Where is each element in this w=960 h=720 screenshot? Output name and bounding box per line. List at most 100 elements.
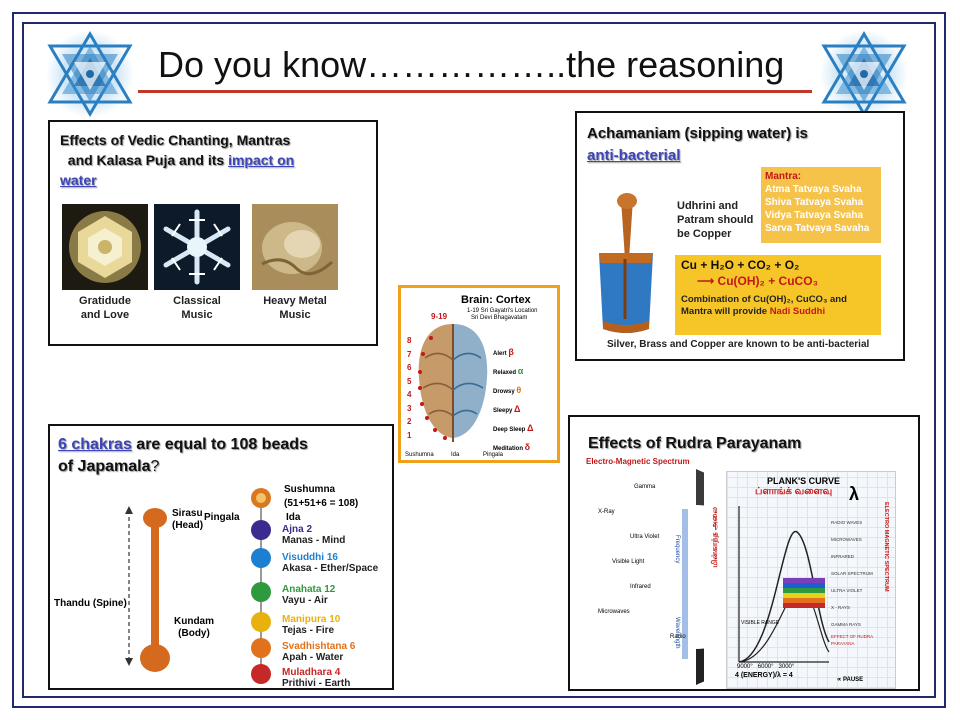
tick-9000: 9000° (737, 664, 753, 670)
lambda-symbol: λ (849, 484, 860, 504)
wave-label-alert: Alert (493, 351, 507, 357)
mantra-box: Mantra: Atma Tatvaya Svaha Shiva Tatvaya… (761, 167, 881, 243)
water-heading-line2: and Kalasa Puja and its (67, 152, 229, 168)
plank-title: PLANK'S CURVE (767, 476, 840, 486)
side-label-tamil: மின்காந்த அலை (710, 507, 719, 568)
anti-bacterial-link[interactable]: anti-bacterial (587, 147, 681, 164)
panel-achamaniam: Achamaniam (sipping water) is anti-bacte… (575, 111, 905, 361)
chakra-sub-manipura: Tejas - Fire (282, 625, 335, 636)
wave-symbol-theta: θ (516, 385, 522, 395)
brain-subtitle-source: Sri Devi Bhagavatam (471, 315, 528, 321)
mantra-3: Vidya Tatvaya Svaha (765, 210, 864, 221)
wave-symbol-delta-2: Δ (527, 423, 534, 433)
water-link[interactable]: water (60, 172, 97, 188)
chakra-sub-anahata: Vayu - Air (282, 595, 328, 606)
panel-water-crystals: Effects of Vedic Chanting, Mantras and K… (48, 120, 378, 346)
band-microwaves: Microwaves (598, 609, 630, 615)
chakra-sub-ajna: Manas - Mind (282, 535, 346, 546)
plank-curve-graph (738, 506, 830, 663)
wave-label-deep-sleep: Deep Sleep (493, 427, 526, 433)
brain-number-8: 8 (407, 336, 412, 345)
caption-classical-line1: Classical (173, 295, 221, 307)
chakra-name-svadhishtana: Svadhishtana 6 (282, 641, 356, 652)
brain-label-ida: Ida (451, 452, 460, 458)
mantra-1: Atma Tatvaya Svaha (765, 184, 862, 195)
wave-symbol-delta-3: δ (524, 442, 531, 452)
chakra-sub-visuddhi: Akasa - Ether/Space (282, 563, 379, 574)
wave-symbol-delta-1: Δ (514, 404, 521, 414)
achamaniam-heading: Achamaniam (sipping water) is anti-bacte… (587, 123, 808, 167)
band-xray: X-Ray (598, 509, 615, 515)
body-text: (Body) (178, 628, 210, 639)
chakras-heading-line2: of Japamala (58, 458, 151, 475)
panel-chakras: 6 chakras are equal to 108 beads of Japa… (48, 424, 394, 690)
caption-classical-line2: Music (181, 309, 213, 321)
spine-illustration (140, 508, 170, 672)
wavelength-label: Wavelength (674, 617, 680, 649)
plank-curve-sheet: PLANK'S CURVE ப்ளாங்க் வளைவு λ VISIBLE R… (726, 471, 896, 689)
inner-frame (22, 22, 936, 698)
copper-note-line3: be Copper (677, 228, 732, 240)
note-gamma-rays: GAMMA RAYS (831, 622, 861, 627)
wave-label-sleepy: Sleepy (493, 408, 513, 414)
pingala-label: Pingala (204, 512, 240, 523)
chakra-svadhishtana-icon (251, 638, 271, 658)
frequency-label: Frequency (674, 535, 680, 564)
reaction-equation-reactants: Cu + H₂O + CO₂ + O₂ (681, 258, 800, 272)
crystal-gratitude-image (62, 204, 148, 290)
panel-rudra-parayanam: Effects of Rudra Parayanam Electro-Magne… (568, 415, 920, 691)
chakras-heading: 6 chakras are equal to 108 beads of Japa… (58, 434, 308, 478)
spine-dashed-arrow (125, 506, 133, 666)
panel-brain-cortex: Brain: Cortex 1-19 Sri Gayatri's Locatio… (398, 285, 560, 463)
band-visible: Visible Light (612, 559, 645, 565)
note-microwaves: MICROWAVES (831, 537, 862, 542)
chakra-name-anahata: Anahata 12 (282, 584, 336, 595)
combination-note: Combination of Cu(OH)₂, CuCO₃ and Mantra… (681, 294, 875, 318)
note-infrared: INFRARED (831, 554, 855, 559)
chakra-muladhara-icon (251, 664, 271, 684)
six-chakras-link[interactable]: 6 chakras (58, 436, 132, 453)
mantra-4: Sarva Tatvaya Savaha (765, 223, 870, 234)
brain-numbers: 8 7 6 5 4 3 2 1 (407, 334, 411, 442)
energy-formula: 4 (ENERGY)/λ = 4 (735, 672, 793, 679)
kundam-text: Kundam (174, 616, 214, 627)
note-radio-waves: RADIO WAVES (831, 520, 863, 525)
spectrum-notes: RADIO WAVES MICROWAVES INFRARED SOLAR SP… (831, 514, 885, 647)
caption-classical: Classical Music (146, 294, 248, 322)
brain-number-3: 3 (407, 403, 412, 413)
brain-wave-list: Alert β Relaxed α Drowsy θ Sleepy Δ Deep… (493, 344, 559, 458)
wave-symbol-beta: β (508, 347, 514, 357)
caption-gratitude-line2: and Love (80, 309, 130, 321)
note-ultra-violet: ULTRA VIOLET (831, 588, 863, 593)
rudra-heading: Effects of Rudra Parayanam (588, 435, 802, 452)
reaction-box: Cu + H₂O + CO₂ + O₂ ⟶ Cu(OH)₂ + CuCO₃ Co… (675, 255, 881, 335)
brain-label-pingala: Pingala (483, 452, 504, 458)
chakra-manipura-icon (251, 612, 271, 632)
brain-number-2: 2 (407, 417, 412, 426)
band-ultraviolet: Ultra Violet (630, 534, 660, 540)
band-radio: Radio (670, 634, 686, 640)
em-spectrum-wheel (624, 469, 704, 685)
plank-title-tamil: ப்ளாங்க் வளைவு (755, 486, 833, 497)
chakra-sub-muladhara: Prithivi - Earth (282, 678, 351, 689)
note-solar-spectrum: SOLAR SPECTRUM (831, 571, 873, 576)
impact-on-water-link[interactable]: impact on (228, 152, 295, 168)
chakra-column (251, 488, 271, 684)
nadi-suddhi-text: Nadi Suddhi (769, 306, 826, 317)
sirasu-text: Sirasu (172, 508, 203, 519)
band-gamma: Gamma (634, 484, 656, 490)
caption-gratitude-line1: Gratidude (79, 295, 131, 307)
sri-yantra-logo-right (820, 30, 908, 118)
spectrum-title: Electro-Magnetic Spectrum (586, 457, 690, 466)
ida-label: Ida (286, 512, 301, 523)
reaction-equation-products: ⟶ Cu(OH)₂ + CuCO₃ (697, 274, 819, 288)
achamaniam-footer: Silver, Brass and Copper are known to be… (607, 339, 870, 350)
achamaniam-heading-line1: Achamaniam (sipping water) is (587, 125, 808, 142)
chakra-ajna-icon (251, 520, 271, 540)
chakras-question-mark: ? (150, 458, 160, 475)
